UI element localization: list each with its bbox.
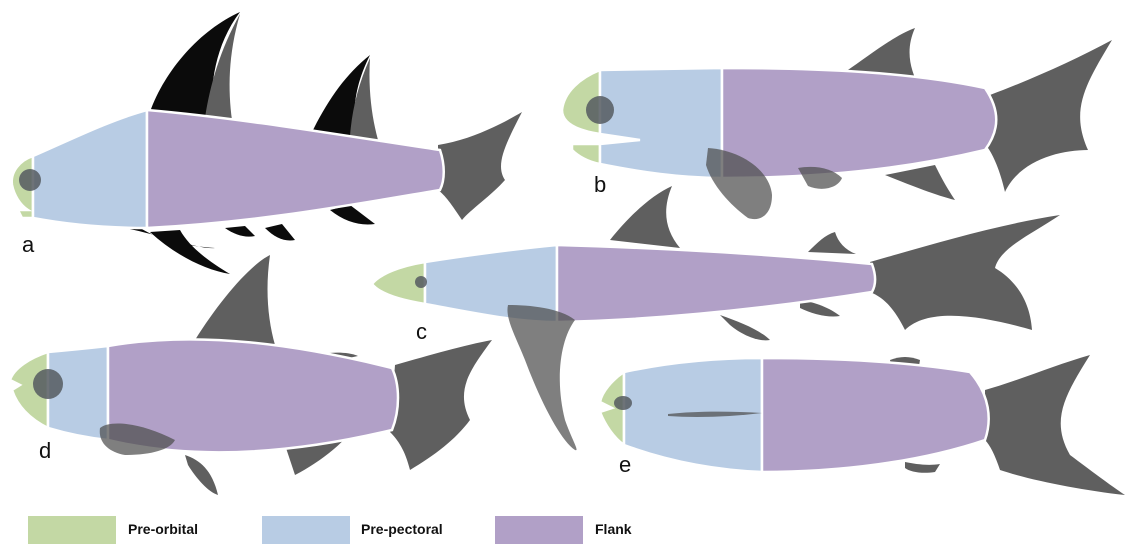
fish-d-eye xyxy=(33,369,63,399)
fish-b-anal-fin xyxy=(885,165,955,200)
legend-swatch-pre-orbital xyxy=(28,516,116,544)
fish-c-anal-fin xyxy=(720,315,770,340)
fish-b-caudal-fin xyxy=(988,40,1112,192)
fish-e-caudal-fin xyxy=(985,355,1125,495)
fish-a-caudal-fin xyxy=(438,112,522,220)
fish-e-eye xyxy=(614,396,632,410)
legend-swatch-flank xyxy=(495,516,583,544)
panel-label-b: b xyxy=(594,172,606,197)
fish-b xyxy=(562,28,1112,219)
fish-d-caudal-fin xyxy=(390,340,492,470)
panel-label-a: a xyxy=(22,232,35,257)
legend-swatch-pre-pectoral xyxy=(262,516,350,544)
fish-a-anal-fin-2 xyxy=(265,224,295,241)
fish-b-pre-orbital-lower-jaw xyxy=(572,144,600,164)
legend-label-flank: Flank xyxy=(595,521,632,537)
fish-d-dorsal-fin xyxy=(195,255,275,345)
fish-e xyxy=(600,355,1125,495)
fish-b-flank-region xyxy=(722,68,996,178)
fish-b-eye xyxy=(586,96,614,124)
fish-e-flank-region xyxy=(762,358,989,472)
fish-e-anal-fin xyxy=(905,462,940,473)
fish-a-pre-pectoral-region xyxy=(33,110,147,228)
fish-d-pelvic-fin xyxy=(185,455,218,495)
panel-label-c: c xyxy=(416,319,427,344)
fish-c-adipose-fin xyxy=(808,232,856,254)
fish-a-pelvic-fin xyxy=(150,230,230,274)
fish-a-anal-fin-1 xyxy=(225,226,255,237)
fish-c-caudal-fin xyxy=(870,215,1060,330)
fish-a-eye xyxy=(19,169,41,191)
fish-c-pectoral-fin xyxy=(507,305,576,450)
fish-a-flank-region xyxy=(147,110,444,228)
panel-label-e: e xyxy=(619,452,631,477)
panel-label-d: d xyxy=(39,438,51,463)
legend-label-pre-pectoral: Pre-pectoral xyxy=(361,521,443,537)
legend-label-pre-orbital: Pre-orbital xyxy=(128,521,198,537)
fish-c-dorsal-fin xyxy=(610,186,680,248)
fish-a xyxy=(12,12,522,274)
fish-c-eye xyxy=(415,276,427,288)
fish-b-pre-pectoral-region xyxy=(600,68,722,178)
